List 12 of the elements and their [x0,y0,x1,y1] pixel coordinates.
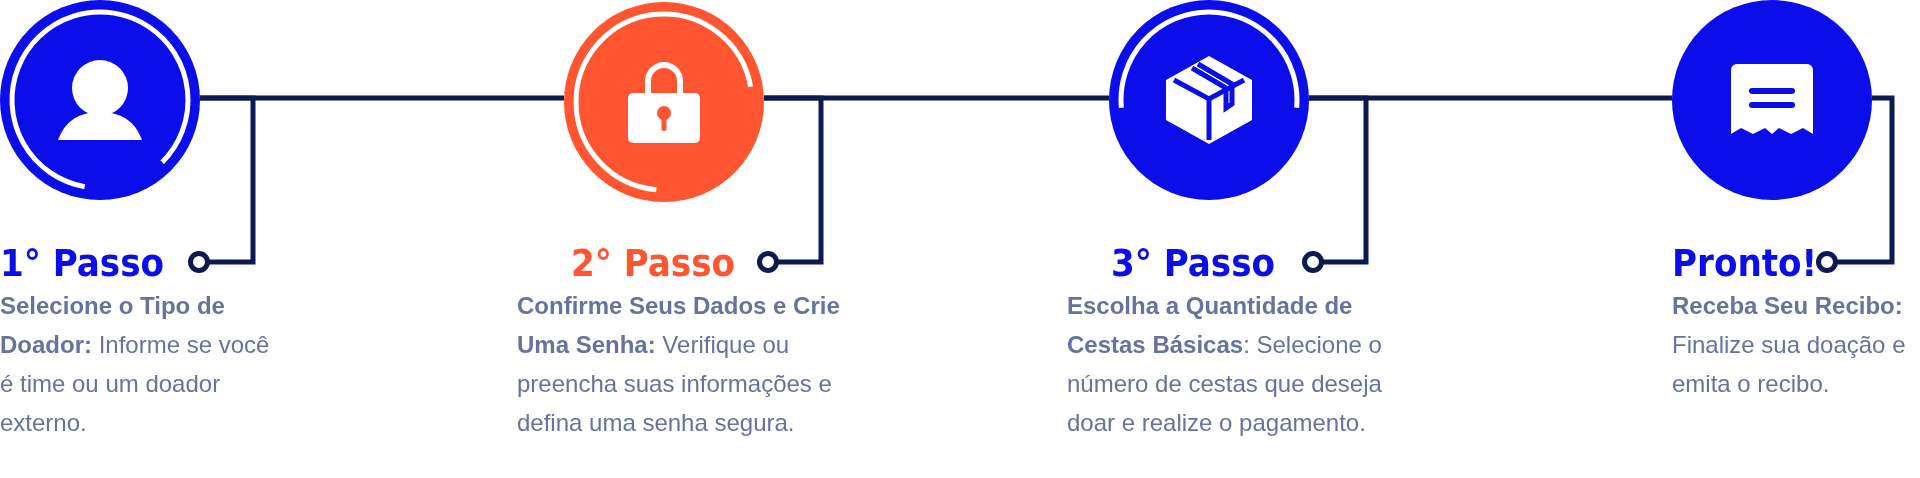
step-description: Escolha a Quantidade de Cestas Básicas: Selecione o número de cestas que deseja doar e realize o pagamento. [1067,291,1383,438]
step-heading: 2° Passo [571,240,736,286]
leader-line [1816,95,1895,273]
leader-line [188,95,256,273]
step-description: Receba Seu Recibo: Finalize sua doação e emita o recibo. [1672,291,1907,399]
step-heading: Pronto! [1672,240,1818,286]
leader-line [757,95,824,273]
step-heading: 1° Passo [0,240,165,286]
step-description: Selecione o Tipo de Doador: Informe se você é time ou um doador externo. [0,291,271,438]
step-heading: 3° Passo [1111,240,1276,286]
leader-line [1302,95,1369,273]
step-description: Confirme Seus Dados e Crie Uma Senha: Verifique ou preencha suas informações e defina uma senha segura. [517,291,841,438]
